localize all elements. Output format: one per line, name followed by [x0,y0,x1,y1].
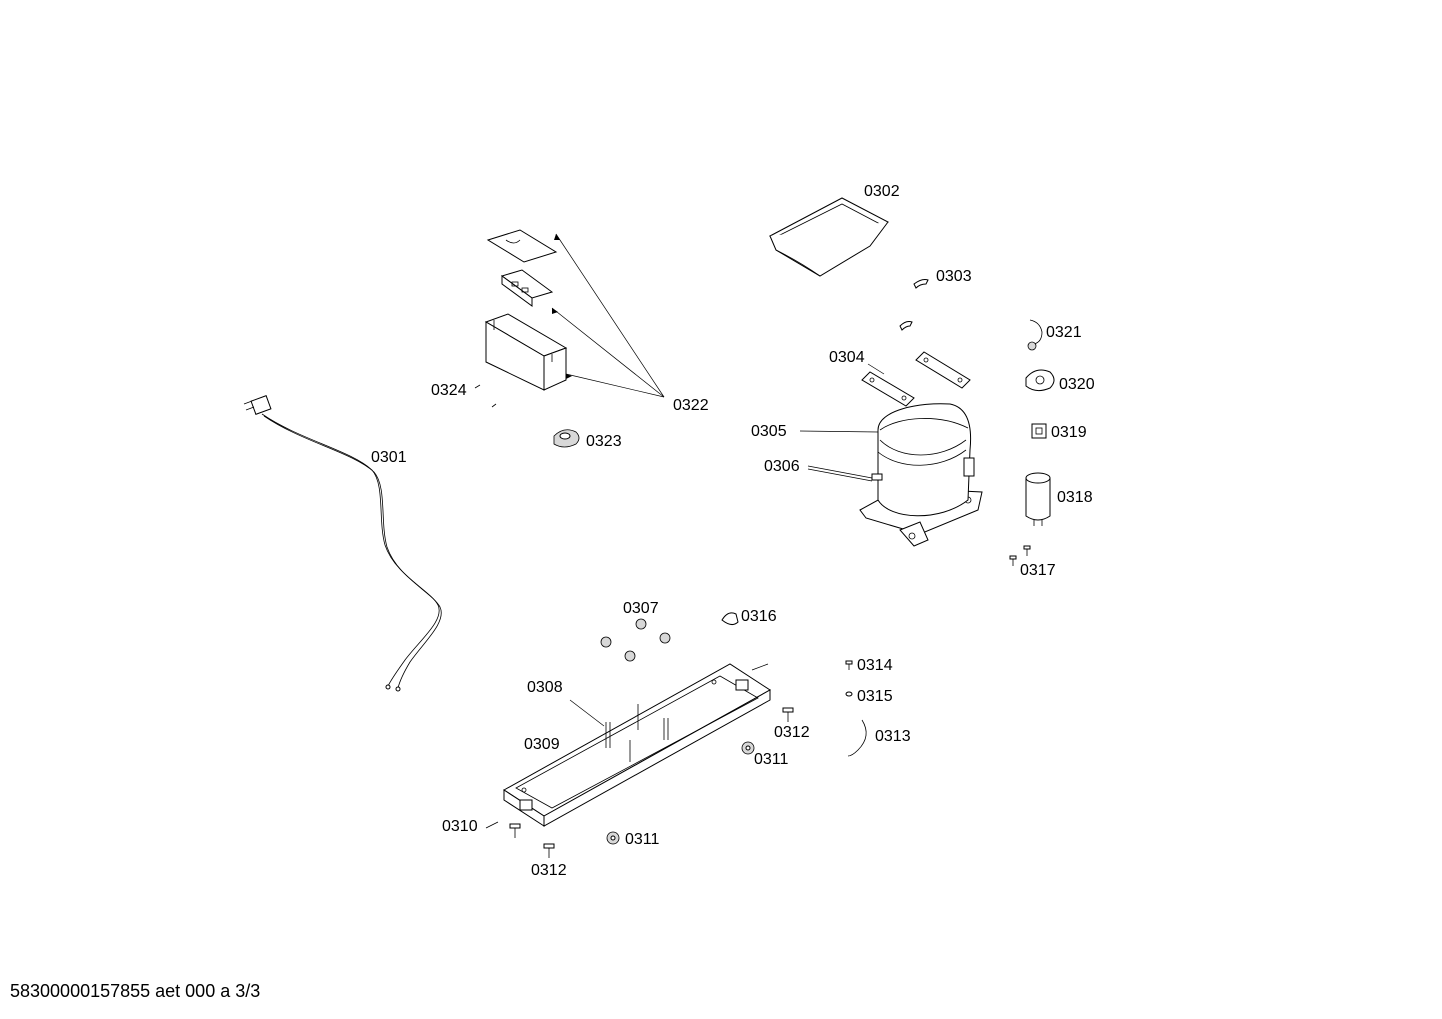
pin-part-0310 [485,663,769,829]
base-frame-part-0309 [503,663,771,827]
label-0302: 0302 [864,183,900,200]
screw-part-0317 [1009,545,1031,566]
label-0305: 0305 [751,423,787,440]
label-0308: 0308 [527,679,563,696]
label-0312-lower: 0312 [531,862,567,879]
label-0311-upper: 0311 [754,751,789,768]
label-0316: 0316 [741,608,777,625]
screw-part-0324 [474,384,497,408]
label-0307: 0307 [623,600,659,617]
mounting-bracket-part-0304 [861,351,971,407]
compressor-part-0305 [799,403,983,547]
label-0304: 0304 [829,349,865,366]
washer-part-0315 [845,691,853,697]
nut-part-0307 [600,618,671,662]
label-0319: 0319 [1051,424,1087,441]
label-0317: 0317 [1020,562,1056,579]
label-0320: 0320 [1059,376,1095,393]
washer-part-0311 [606,741,755,845]
capacitor-part-0318 [1025,472,1051,526]
foot-part-0312 [509,707,794,858]
label-0313: 0313 [875,728,911,745]
label-0315: 0315 [857,688,893,705]
label-0322: 0322 [673,397,709,414]
label-0323: 0323 [586,433,622,450]
pipe-part-0306 [807,465,873,482]
overload-protector-part-0319 [1031,423,1047,439]
label-0310: 0310 [442,818,478,835]
label-0301: 0301 [371,449,407,466]
label-0311-lower: 0311 [625,831,660,848]
control-box-assembly-part-0322 [484,229,665,398]
label-0303: 0303 [936,268,972,285]
grommet-part-0323 [553,429,580,448]
label-0309: 0309 [524,736,560,753]
drip-tray-part-0302 [768,197,890,277]
cable-part-0313 [847,719,867,757]
power-cord-part-0301 [243,395,442,692]
drawing-reference-footer: 58300000157855 aet 000 a 3/3 [10,981,261,1001]
label-0312-upper: 0312 [774,724,810,741]
wire-part-0321 [1027,319,1043,351]
label-0324: 0324 [431,382,467,399]
label-0306: 0306 [764,458,800,475]
relay-part-0320 [1025,369,1055,392]
screw-part-0314 [845,660,853,670]
clip-part-0303 [899,279,929,331]
clamp-part-0316 [721,612,739,626]
label-0321: 0321 [1046,324,1082,341]
label-0318: 0318 [1057,489,1093,506]
label-0314: 0314 [857,657,893,674]
